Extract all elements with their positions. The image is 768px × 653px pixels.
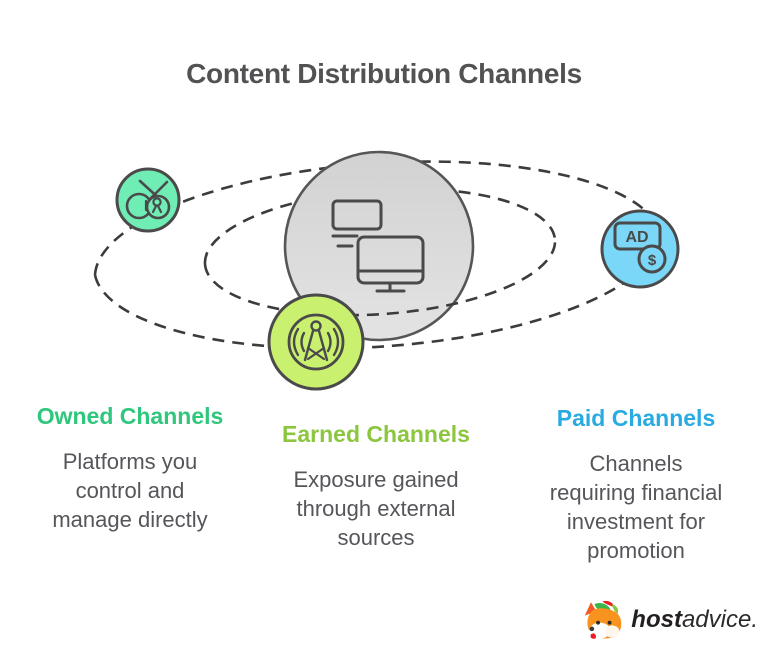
owned-description: Platforms you control and manage directl… xyxy=(52,449,208,532)
section-paid: Paid Channels Channels requiring financi… xyxy=(516,404,756,565)
owned-heading: Owned Channels xyxy=(36,403,224,429)
paid-description: Channels requiring financial investment … xyxy=(549,451,723,563)
fox-mascot-icon xyxy=(584,600,622,639)
satellite-earned xyxy=(267,293,365,391)
earned-circle xyxy=(267,293,365,391)
logo-host-text: host xyxy=(631,606,682,633)
dollar-symbol: $ xyxy=(648,252,657,269)
logo-wordmark: hostadvice. xyxy=(631,606,758,634)
paid-heading: Paid Channels xyxy=(556,405,716,431)
logo-advice-text: advice. xyxy=(681,606,758,633)
hub-circle xyxy=(283,150,475,342)
satellite-owned xyxy=(115,167,181,233)
hostadvice-logo: hostadvice. xyxy=(583,594,758,646)
ad-label: AD xyxy=(625,229,648,246)
page-title: Content Distribution Channels xyxy=(186,58,582,89)
orbit-outer-back xyxy=(93,160,663,276)
dual-monitors-icon xyxy=(331,199,425,293)
tv-antenna-icon xyxy=(125,179,171,220)
ad-money-icon: AD $ xyxy=(613,221,667,274)
broadcast-tower-icon xyxy=(287,313,345,371)
satellite-paid: AD $ xyxy=(600,209,680,289)
earned-heading: Earned Channels xyxy=(282,421,470,447)
section-owned: Owned Channels Platforms you control and… xyxy=(18,402,242,534)
earned-description: Exposure gained through external sources xyxy=(293,467,459,550)
section-earned: Earned Channels Exposure gained through … xyxy=(262,420,490,552)
